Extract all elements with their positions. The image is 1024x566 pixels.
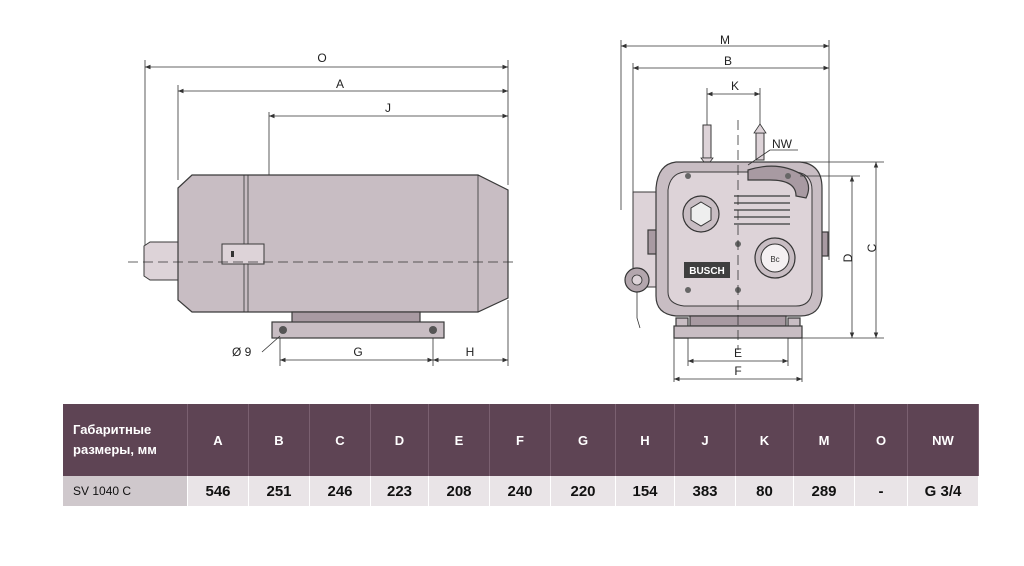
technical-drawing: O A J Ø 9 G H	[128, 33, 884, 382]
dim-label-nw: NW	[772, 137, 793, 151]
value-cell: 154	[615, 476, 675, 506]
value-cell: 80	[735, 476, 794, 506]
hole-label: Ø 9	[232, 345, 252, 359]
dim-label-h: H	[466, 345, 475, 359]
value-cell: 208	[428, 476, 490, 506]
value-cell: 251	[248, 476, 310, 506]
dim-label-b: B	[724, 54, 732, 68]
dim-label-a: A	[336, 77, 344, 91]
value-cell: 220	[550, 476, 616, 506]
column-header: G	[550, 404, 616, 476]
table-row: SV 1040 C 546 251 246 223 208 240 220 15…	[63, 476, 979, 506]
column-header: M	[793, 404, 855, 476]
column-header: E	[428, 404, 490, 476]
dim-label-c: C	[865, 243, 879, 252]
value-cell: 223	[370, 476, 429, 506]
dim-label-e: E	[734, 346, 742, 360]
value-cell: 383	[674, 476, 736, 506]
column-header: K	[735, 404, 794, 476]
dim-label-d: D	[841, 253, 855, 262]
value-cell: 246	[309, 476, 371, 506]
dim-label-o: O	[317, 51, 326, 65]
dimensions-table: Габаритные размеры, мм A B C D E F G H J…	[63, 404, 979, 506]
value-cell: 546	[187, 476, 249, 506]
busch-logo: BUSCH	[689, 266, 725, 277]
value-cell: G 3/4	[907, 476, 979, 506]
dim-label-g: G	[353, 345, 362, 359]
dim-label-k: K	[731, 79, 739, 93]
column-header: B	[248, 404, 310, 476]
value-cell: 240	[489, 476, 551, 506]
table-header-row: Габаритные размеры, мм A B C D E F G H J…	[63, 404, 979, 476]
value-cell: 289	[793, 476, 855, 506]
column-header: A	[187, 404, 249, 476]
value-cell: -	[854, 476, 908, 506]
dim-label-f: F	[734, 364, 741, 378]
column-header: H	[615, 404, 675, 476]
column-header: D	[370, 404, 429, 476]
table-header-label: Габаритные размеры, мм	[63, 404, 188, 476]
column-header: O	[854, 404, 908, 476]
dim-label-j: J	[385, 101, 391, 115]
model-cell: SV 1040 C	[63, 476, 188, 506]
column-header: J	[674, 404, 736, 476]
column-header: NW	[907, 404, 979, 476]
front-view: M B K Bc	[620, 33, 884, 382]
column-header: F	[489, 404, 551, 476]
svg-text:Bc: Bc	[770, 255, 779, 264]
dim-label-m: M	[720, 33, 730, 47]
side-view: O A J Ø 9 G H	[128, 51, 518, 366]
column-header: C	[309, 404, 371, 476]
